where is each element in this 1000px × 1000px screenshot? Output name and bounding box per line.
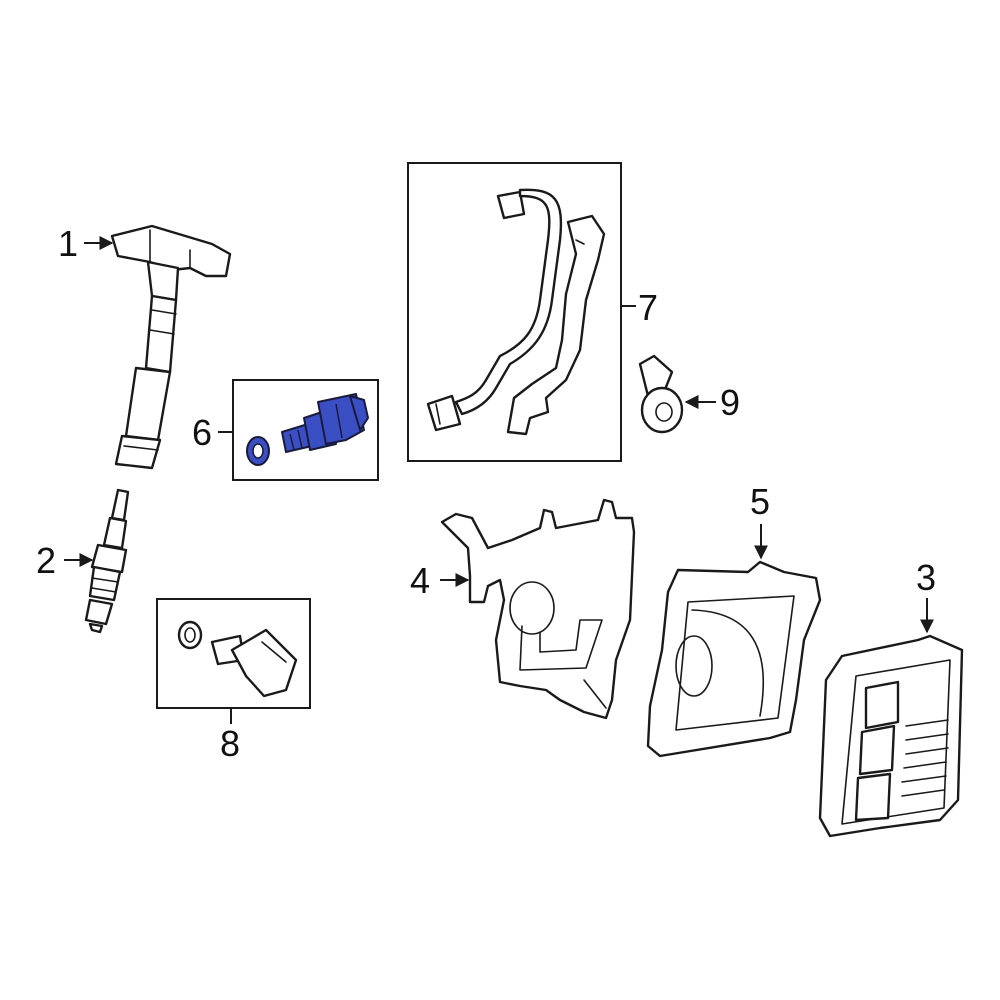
callout-1[interactable]: 1 [58,223,78,264]
ecm-cover-part-5[interactable] [646,560,822,758]
callout-5[interactable]: 5 [750,481,770,522]
sensor-part-6-highlighted[interactable] [246,393,369,466]
knock-sensor-part-9[interactable] [638,354,684,434]
part-8-frame [156,598,311,709]
part-6-frame [232,379,379,481]
callout-3[interactable]: 3 [916,557,936,598]
ignition-coil-part-1[interactable] [110,224,232,470]
bracket-part-7[interactable] [506,214,606,436]
spark-plug-part-2[interactable] [84,488,130,634]
sensor-part-8[interactable] [177,620,298,698]
harness-part-7[interactable] [426,188,563,432]
ecm-bracket-part-4[interactable] [440,498,636,720]
ecm-part-3[interactable] [818,634,964,838]
callout-7[interactable]: 7 [638,287,658,328]
part-7-frame [407,162,622,462]
callout-9[interactable]: 9 [720,382,740,423]
callout-2[interactable]: 2 [36,540,56,581]
callout-8[interactable]: 8 [220,723,240,764]
callout-4[interactable]: 4 [410,560,430,601]
callout-6[interactable]: 6 [192,412,212,453]
